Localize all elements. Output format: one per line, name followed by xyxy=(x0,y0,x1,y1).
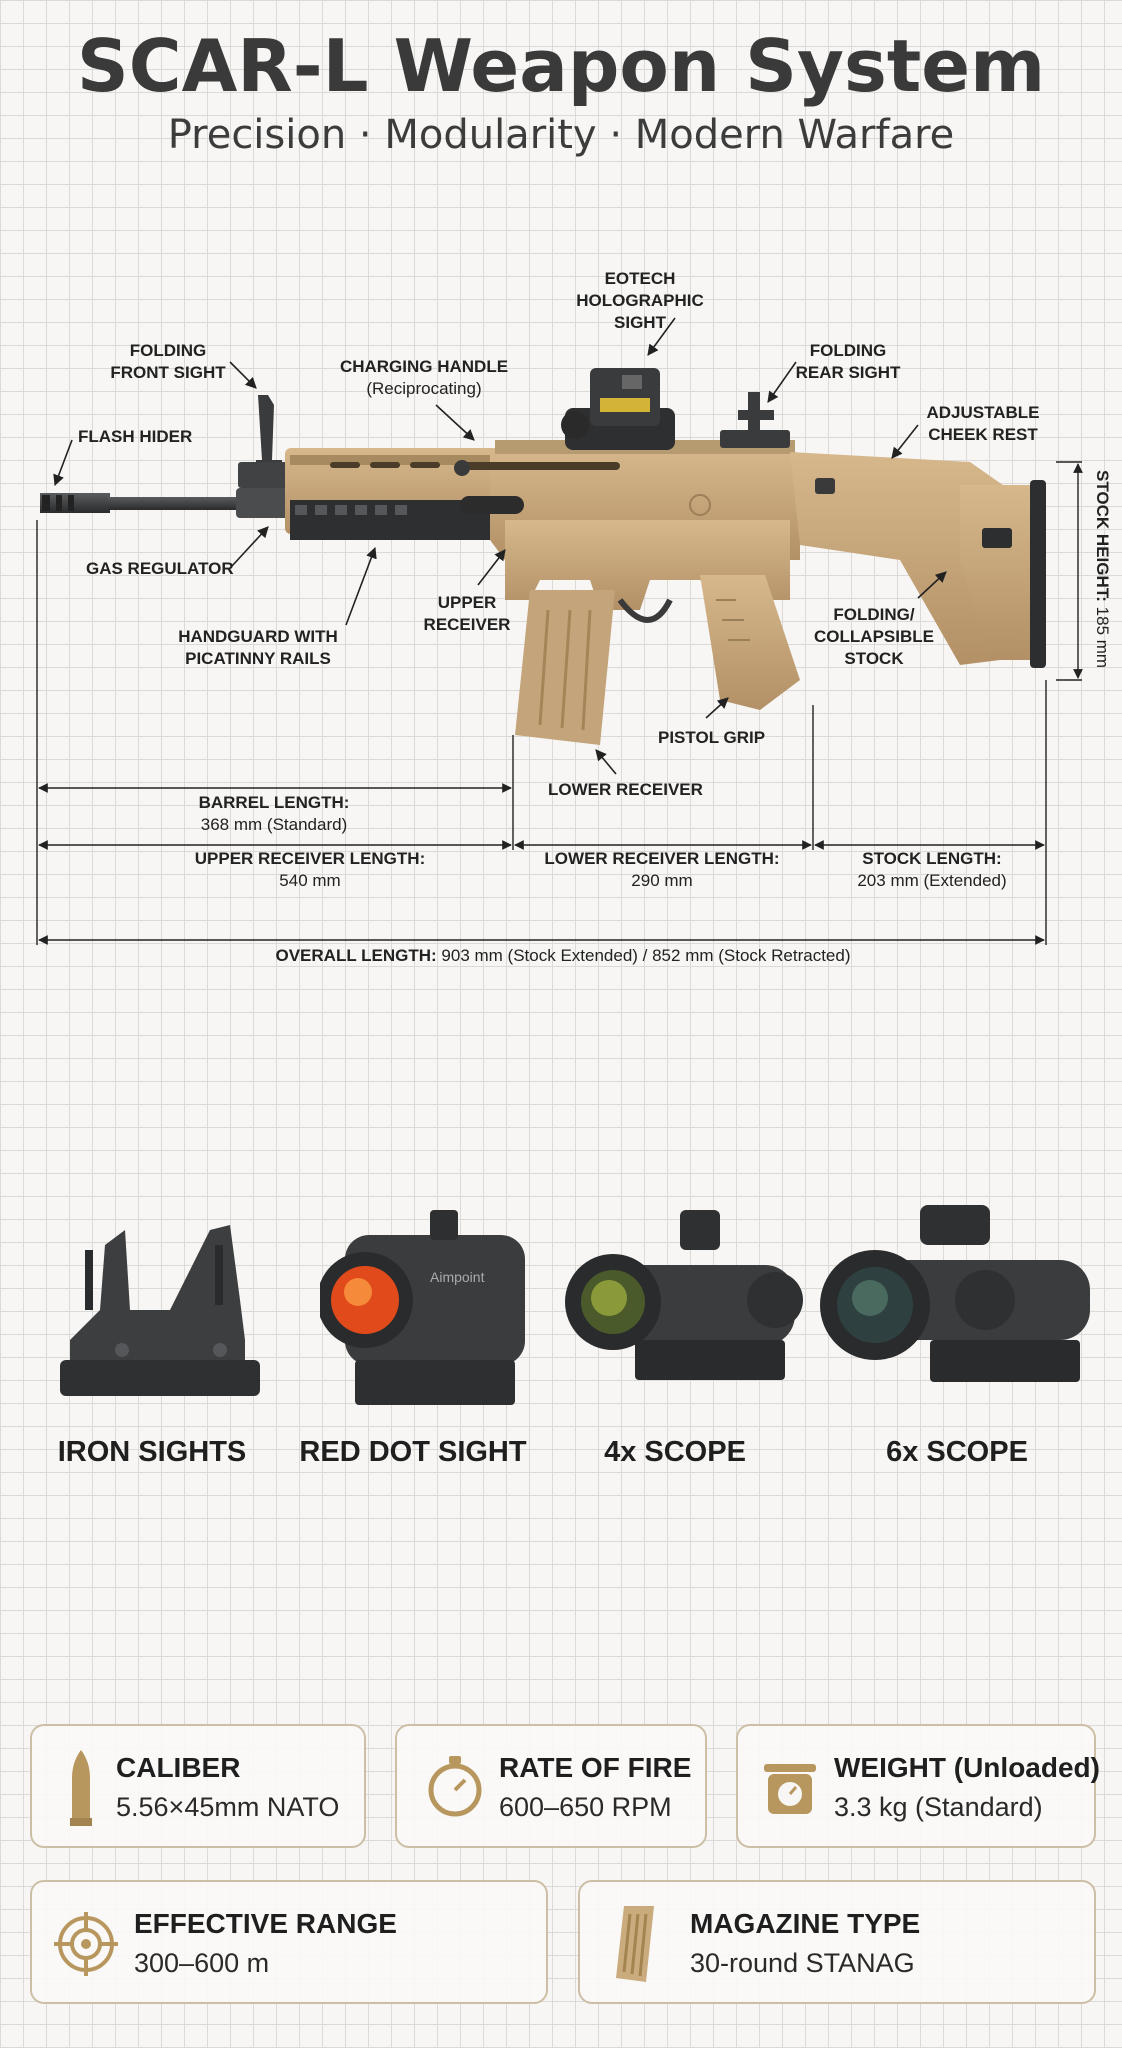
spec-caliber: CALIBER 5.56×45mm NATO xyxy=(30,1724,366,1848)
optic-label-4x: 4x SCOPE xyxy=(604,1436,746,1468)
magazine-icon xyxy=(616,1906,654,1982)
dim-barrel: BARREL LENGTH:368 mm (Standard) xyxy=(198,793,350,834)
bullet-icon xyxy=(70,1750,92,1826)
crosshair-icon xyxy=(54,1912,118,1976)
spec-rate-of-fire: RATE OF FIRE 600–650 RPM xyxy=(395,1724,707,1848)
optic-label-6x: 6x SCOPE xyxy=(886,1436,1028,1468)
front-sight xyxy=(238,395,290,488)
eotech-sight xyxy=(561,368,675,450)
callout-pistol-grip: PISTOL GRIP xyxy=(658,728,766,747)
dim-stock-height: STOCK HEIGHT: 185 mm xyxy=(1093,470,1112,669)
svg-text:Aimpoint: Aimpoint xyxy=(430,1269,485,1285)
callout-gas-regulator: GAS REGULATOR xyxy=(86,559,234,578)
optic-6x-scope xyxy=(820,1190,1090,1480)
stopwatch-icon xyxy=(428,1756,482,1817)
callout-charging-handle: CHARGING HANDLE (Reciprocating) xyxy=(339,357,509,398)
spec-magazine: MAGAZINE TYPE 30-round STANAG xyxy=(578,1880,1096,2004)
spec-weight: WEIGHT (Unloaded) 3.3 kg (Standard) xyxy=(736,1724,1100,1848)
barrel xyxy=(40,488,292,518)
callout-flash-hider: FLASH HIDER xyxy=(78,427,193,446)
rear-sight xyxy=(720,392,790,448)
dim-stock: STOCK LENGTH:203 mm (Extended) xyxy=(857,849,1007,890)
optic-red-dot: Aimpoint xyxy=(320,1190,580,1480)
spec-range: EFFECTIVE RANGE 300–600 m xyxy=(30,1880,548,2004)
magazine xyxy=(515,590,615,745)
page-subtitle: Precision · Modularity · Modern Warfare xyxy=(167,112,955,158)
4x-scope-icon xyxy=(565,1210,803,1380)
optic-iron-sights xyxy=(30,1190,290,1480)
red-dot-sight-icon: Aimpoint xyxy=(320,1210,525,1405)
dim-upper-receiver: UPPER RECEIVER LENGTH:540 mm xyxy=(194,849,426,890)
optic-label-red-dot: RED DOT SIGHT xyxy=(299,1436,527,1468)
optic-4x-scope xyxy=(565,1190,825,1480)
stock xyxy=(790,452,1046,668)
callout-lower-receiver: LOWER RECEIVER xyxy=(548,780,703,799)
optic-label-iron: IRON SIGHTS xyxy=(57,1436,247,1468)
6x-scope-icon xyxy=(820,1205,1090,1382)
dim-lower-receiver: LOWER RECEIVER LENGTH:290 mm xyxy=(544,849,780,890)
dim-overall: OVERALL LENGTH: 903 mm (Stock Extended) … xyxy=(275,946,851,965)
iron-sights-icon xyxy=(60,1225,260,1396)
rifle-diagram xyxy=(36,317,1083,945)
callout-leaders xyxy=(53,317,947,775)
page-title: SCAR-L Weapon System xyxy=(76,24,1046,108)
handguard xyxy=(285,448,505,540)
scale-icon xyxy=(764,1764,816,1814)
dimension-lines xyxy=(36,461,1083,945)
lower-receiver xyxy=(505,520,800,710)
